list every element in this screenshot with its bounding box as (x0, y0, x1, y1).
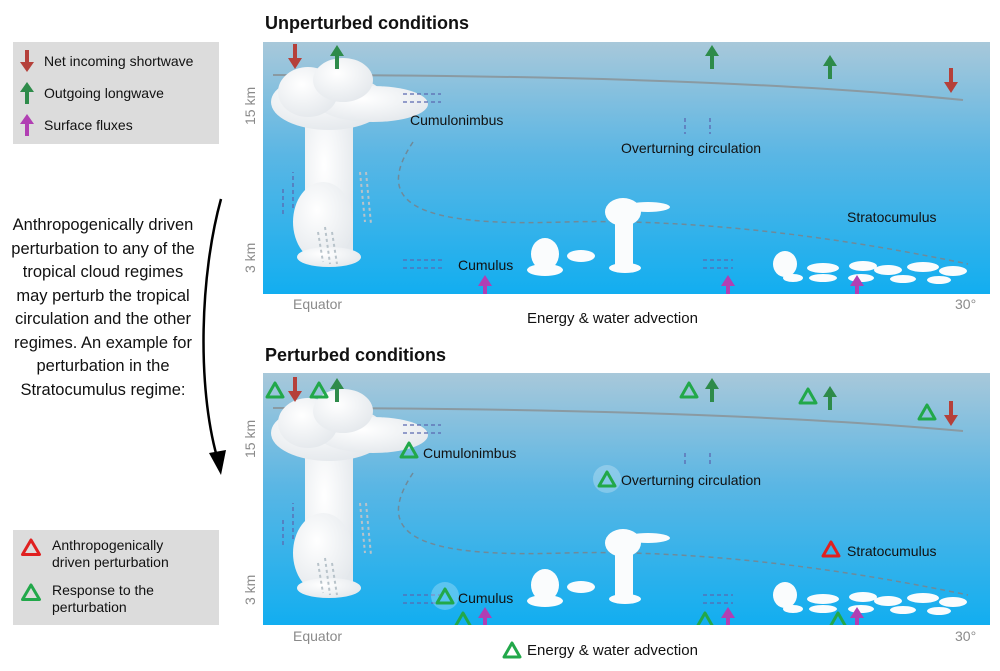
km3-label: 3 km (242, 574, 258, 605)
bottom-panel-title: Perturbed conditions (265, 345, 447, 365)
down-arrow-icon (20, 50, 34, 72)
stratocumulus-clouds (773, 582, 967, 615)
triangle-icon (21, 583, 41, 601)
legend-longwave-label: Outgoing longwave (44, 85, 164, 101)
advection-label: Energy & water advection (527, 642, 698, 659)
thirty-degree-label: 30° (955, 628, 977, 644)
legend-longwave: Outgoing longwave (20, 82, 164, 104)
unperturbed-panel: Cumulonimbus Overturning circulation Str… (263, 42, 990, 294)
equator-label: Equator (293, 296, 343, 312)
advection-label: Energy & water advection (527, 310, 698, 327)
legend-response-label: Response to the perturbation (52, 582, 154, 615)
legend-anthropogenic-label: Anthropogenically driven perturbation (52, 537, 169, 570)
cumulonimbus-cloud (271, 58, 428, 267)
overturning-label: Overturning circulation (621, 472, 762, 488)
up-arrow-icon (20, 114, 34, 136)
flux-legend (13, 42, 219, 144)
triangle-legend (13, 530, 219, 625)
thirty-degree-label: 30° (955, 296, 977, 312)
triangle-icon (502, 641, 522, 659)
cumulus-label: Cumulus (458, 590, 514, 606)
stratocumulus-label: Stratocumulus (847, 543, 937, 559)
legend-response: Response to the perturbation (20, 582, 202, 616)
legend-shortwave: Net incoming shortwave (20, 50, 193, 72)
legend-shortwave-label: Net incoming shortwave (44, 53, 194, 69)
equator-label: Equator (293, 628, 343, 644)
stratocumulus-clouds (773, 251, 967, 284)
km3-label: 3 km (242, 242, 258, 273)
stratocumulus-label: Stratocumulus (847, 209, 937, 225)
overturning-label: Overturning circulation (621, 140, 762, 156)
cumulonimbus-label: Cumulonimbus (410, 112, 504, 128)
km15-label: 15 km (242, 419, 258, 458)
km15-label: 15 km (242, 86, 258, 125)
curved-arrow-icon (202, 198, 226, 475)
legend-surface: Surface fluxes (20, 114, 133, 136)
perturbed-panel: Cumulonimbus Overturning circulation Str… (263, 373, 990, 625)
cumulus-clouds (527, 198, 670, 276)
cumulonimbus-label: Cumulonimbus (423, 445, 517, 461)
response-triangles (265, 381, 937, 625)
cumulus-label: Cumulus (458, 257, 514, 273)
legend-surface-label: Surface fluxes (44, 117, 133, 133)
legend-anthropogenic: Anthropogenically driven perturbation (20, 537, 202, 571)
narrative-text: Anthropogenically driven perturbation to… (11, 216, 195, 399)
triangle-icon (21, 538, 41, 556)
up-arrow-icon (20, 82, 34, 104)
top-panel-title: Unperturbed conditions (265, 13, 469, 33)
cumulus-clouds (527, 529, 670, 607)
anthropogenic-triangle (821, 540, 841, 558)
cumulonimbus-cloud (271, 389, 428, 598)
